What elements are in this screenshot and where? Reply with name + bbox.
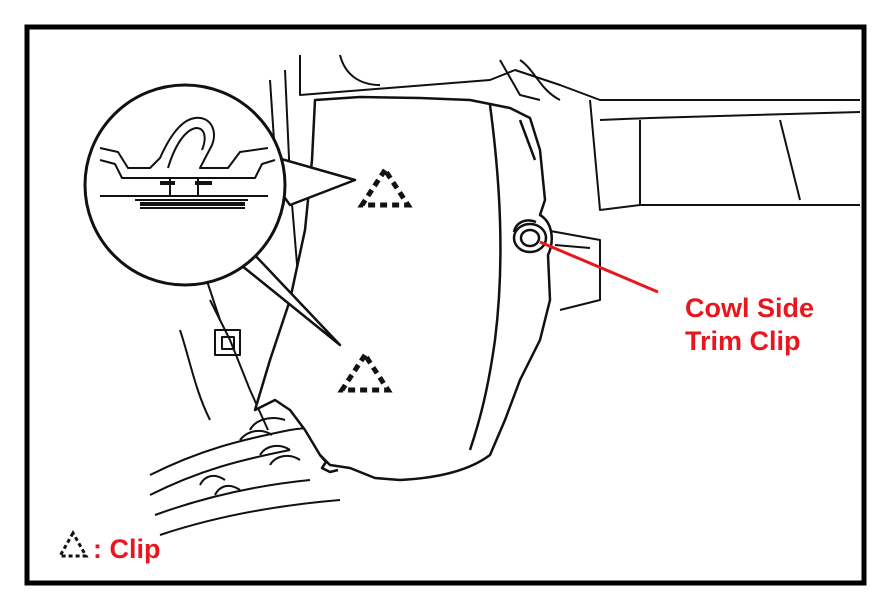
background-structure	[149, 54, 861, 536]
legend-label: : Clip	[93, 534, 161, 564]
clip-marker-lower	[337, 350, 393, 393]
callout-leader-line	[539, 240, 659, 294]
clip-marker-upper	[357, 165, 413, 208]
trim-clip-hole	[512, 219, 548, 254]
dashed-triangle-clip-icon	[57, 529, 89, 558]
diagram-frame	[24, 24, 867, 586]
callout-label-line2: Trim Clip	[685, 326, 801, 356]
detail-magnifier	[83, 83, 357, 347]
cowl-side-trim-panel	[253, 95, 553, 482]
callout-label-line1: Cowl Side	[685, 293, 815, 323]
